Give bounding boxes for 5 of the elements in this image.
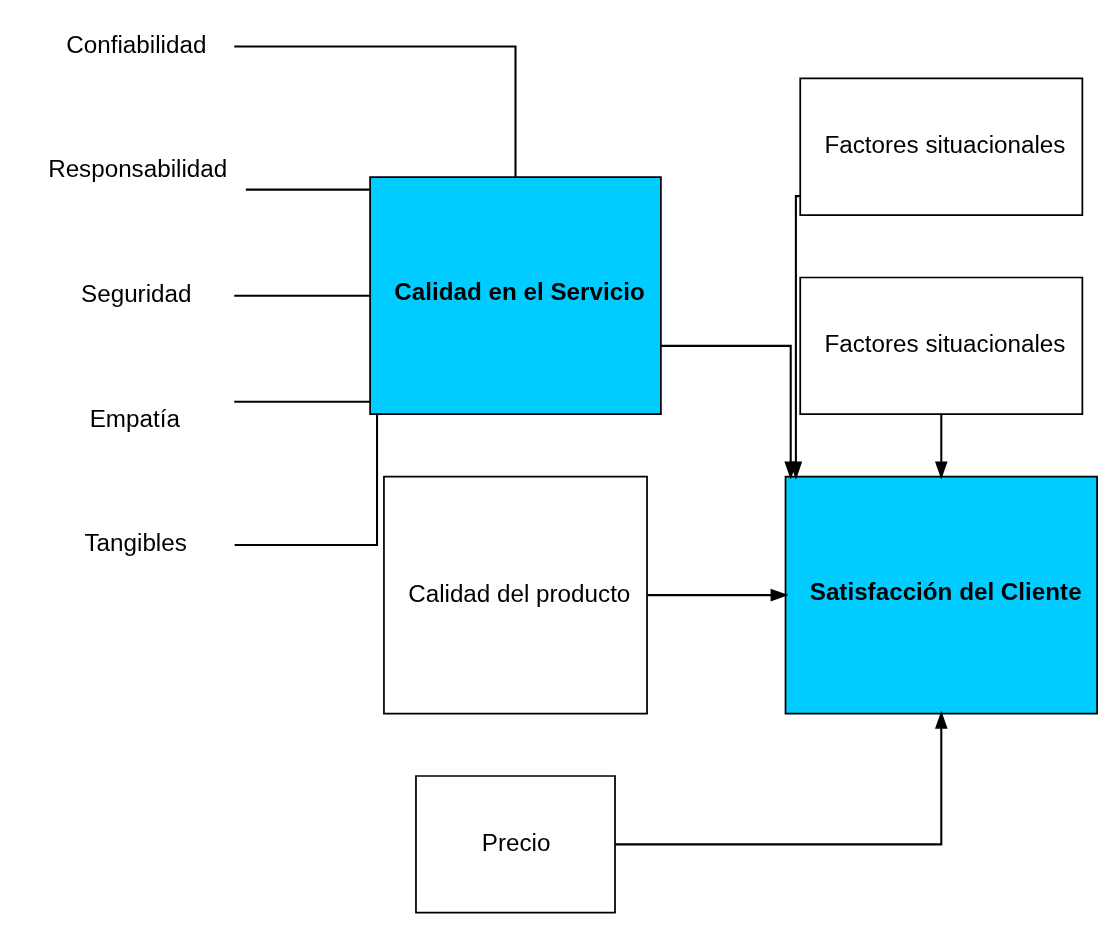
node-text: Tangibles <box>84 529 187 557</box>
node-text: Confiabilidad <box>65 30 206 58</box>
node-text: Empatía <box>89 404 180 432</box>
node-text: Responsabilidad <box>47 155 227 183</box>
node-text: Seguridad <box>80 280 191 308</box>
